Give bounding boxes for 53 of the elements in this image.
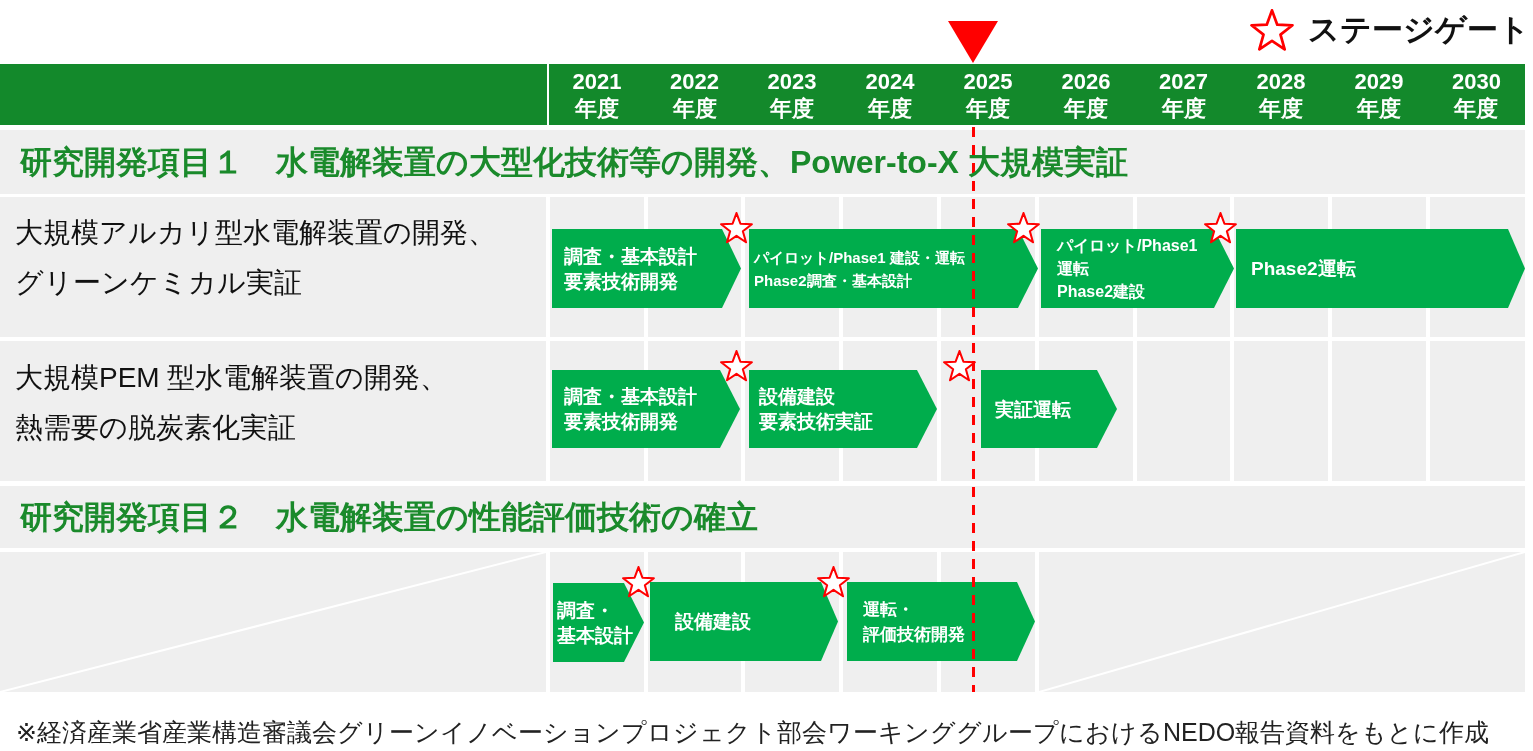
section-heading: 研究開発項目１ 水電解装置の大型化技術等の開発、Power-to-X 大規模実証 xyxy=(20,143,1128,182)
year-label: 2022年度 xyxy=(669,68,720,122)
chevron-arrow xyxy=(552,229,741,308)
section-band xyxy=(0,130,1525,194)
phase-label: 調査・基本設計 xyxy=(564,244,697,269)
year-label: 2027年度 xyxy=(1158,68,1209,122)
chevron-arrow xyxy=(847,582,1035,661)
row-band xyxy=(0,552,1525,692)
phase-label: 調査・基本設計 xyxy=(564,385,697,409)
phase-label: Phase2建設 xyxy=(1057,282,1146,302)
phase-label: 設備建設 xyxy=(759,385,835,409)
year-label: 2030年度 xyxy=(1452,68,1501,122)
phase-label: 実証運転 xyxy=(995,397,1071,422)
phase-label: Phase2運転 xyxy=(1251,257,1356,281)
row-band xyxy=(0,197,1525,337)
chevron-arrow xyxy=(1041,229,1234,308)
year-label: 2029年度 xyxy=(1353,68,1405,122)
phase-label: 要素技術開発 xyxy=(564,269,678,294)
star-icon xyxy=(1203,212,1237,244)
chevron-arrow xyxy=(650,582,838,661)
chevron-arrow xyxy=(981,370,1117,448)
footnote: ※経済産業省産業構造審議会グリーンイノベーションプロジェクト部会ワーキンググループにおけるNEDO報告資料をもとに作成 xyxy=(16,717,1490,748)
row-label: 大規模アルカリ型水電解装置の開発、グリーンケミカル実証 xyxy=(15,216,497,300)
chevron-arrow xyxy=(553,583,644,662)
year-label: 2023年度 xyxy=(766,68,818,122)
row-label: 大規模PEM 型水電解装置の開発、熱需要の脱炭素化実証 xyxy=(15,361,450,445)
year-label: 2028年度 xyxy=(1255,68,1307,122)
section-band xyxy=(0,486,1525,548)
row-band xyxy=(0,341,1525,481)
phase-label: 運転・評価技術開発 xyxy=(863,598,966,646)
chevron-arrow xyxy=(1236,229,1525,308)
section-heading: 研究開発項目２ 水電解装置の性能評価技術の確立 xyxy=(20,498,758,537)
star-icon xyxy=(621,566,655,598)
legend-label: ステージゲート xyxy=(1308,11,1530,49)
year-label: 2024年度 xyxy=(864,68,916,122)
phase-label: パイロット/Phase1 建設・運転 xyxy=(754,247,965,268)
chevron-arrow xyxy=(552,370,740,448)
phase-label: 要素技術実証 xyxy=(759,410,873,434)
chevron-arrow xyxy=(749,229,1038,308)
star-icon xyxy=(1006,212,1040,244)
star-icon xyxy=(719,350,753,382)
year-label: 2025年度 xyxy=(962,68,1014,122)
year-label: 2026年度 xyxy=(1060,68,1112,122)
star-icon xyxy=(816,566,850,598)
phase-label: 調査・基本設計 xyxy=(557,598,634,648)
star-icon xyxy=(719,212,753,244)
year-label: 2021年度 xyxy=(571,68,623,122)
star-icon xyxy=(942,350,976,382)
phase-label: 要素技術開発 xyxy=(564,410,678,434)
phase-label: Phase2調査・基本設計 xyxy=(754,270,912,291)
chevron-arrow xyxy=(749,370,937,448)
phase-label: パイロット/Phase1 運転 xyxy=(1057,236,1199,279)
phase-label: 設備建設 xyxy=(675,610,751,634)
